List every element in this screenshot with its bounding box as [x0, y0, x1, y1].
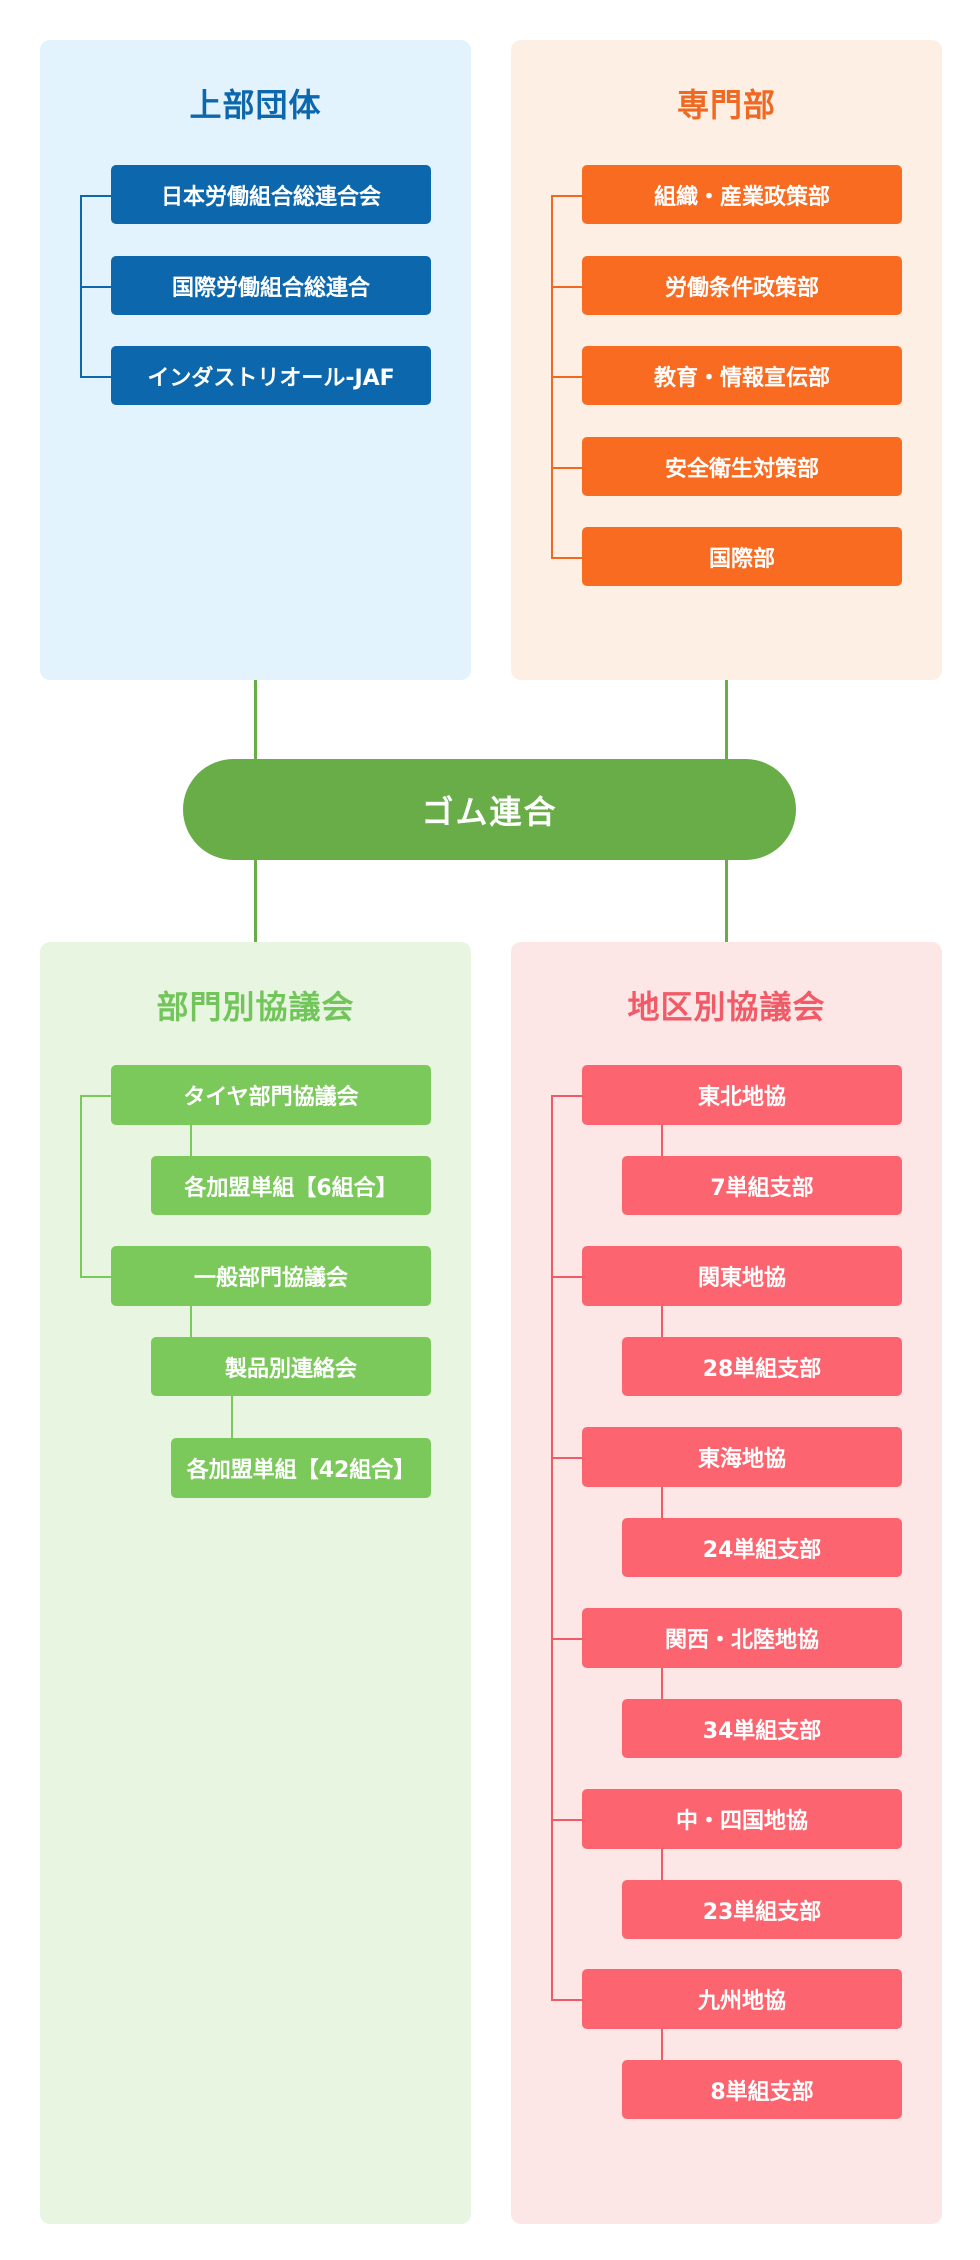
regional-council: 東海地協 — [582, 1427, 902, 1487]
departments-tick — [551, 195, 582, 197]
regional-bracket — [551, 1095, 553, 2001]
regional-branch-line — [661, 1306, 663, 1337]
regional-branch-line — [661, 1849, 663, 1880]
department-item: 教育・情報宣伝部 — [582, 346, 902, 405]
departments-tick — [551, 286, 582, 288]
regional-council: 関西・北陸地協 — [582, 1608, 902, 1668]
connector-hub-to-regional — [725, 860, 728, 942]
upper-org-item: インダストリオール-JAF — [111, 346, 431, 405]
regional-branch-line — [661, 1487, 663, 1518]
product-to-grandchild-line — [231, 1396, 233, 1438]
upper-org-item: 国際労働組合総連合 — [111, 256, 431, 315]
tire-member-unions: 各加盟単組【6組合】 — [151, 1156, 431, 1215]
regional-branch: 23単組支部 — [622, 1880, 902, 1939]
general-member-unions: 各加盟単組【42組合】 — [171, 1438, 431, 1498]
regional-tick — [551, 1276, 582, 1278]
regional-tick — [551, 1457, 582, 1459]
regional-councils-panel: 地区別協議会 — [511, 942, 942, 2224]
regional-branch: 8単組支部 — [622, 2060, 902, 2119]
upper-orgs-tick — [80, 195, 111, 197]
regional-tick — [551, 1819, 582, 1821]
regional-tick — [551, 1999, 582, 2001]
department-item: 労働条件政策部 — [582, 256, 902, 315]
department-item: 安全衛生対策部 — [582, 437, 902, 496]
upper-orgs-title: 上部団体 — [189, 86, 322, 124]
upper-orgs-tick — [80, 286, 111, 288]
tire-to-child-line — [190, 1125, 192, 1156]
product-liaison-council: 製品別連絡会 — [151, 1337, 431, 1396]
connector-upper-to-hub — [254, 680, 257, 759]
general-to-child-line — [190, 1306, 192, 1337]
connector-departments-to-hub — [725, 680, 728, 759]
sector-tick — [80, 1095, 111, 1097]
regional-branch-line — [661, 1668, 663, 1699]
regional-council: 関東地協 — [582, 1246, 902, 1306]
sector-councils-panel: 部門別協議会 — [40, 942, 471, 2224]
regional-branch: 34単組支部 — [622, 1699, 902, 1758]
sector-councils-title: 部門別協議会 — [156, 988, 355, 1026]
department-item: 組織・産業政策部 — [582, 165, 902, 224]
connector-hub-to-sector — [254, 860, 257, 942]
upper-orgs-tick — [80, 376, 111, 378]
regional-branch: 28単組支部 — [622, 1337, 902, 1396]
regional-branch-line — [661, 1125, 663, 1156]
departments-title: 専門部 — [676, 86, 776, 124]
hub-rubber-federation: ゴム連合 — [183, 759, 796, 860]
sector-bracket — [80, 1095, 82, 1278]
general-sector-council: 一般部門協議会 — [111, 1246, 431, 1306]
regional-councils-title: 地区別協議会 — [627, 988, 826, 1026]
upper-org-item: 日本労働組合総連合会 — [111, 165, 431, 224]
departments-tick — [551, 557, 582, 559]
departments-tick — [551, 467, 582, 469]
regional-branch: 24単組支部 — [622, 1518, 902, 1577]
regional-branch: 7単組支部 — [622, 1156, 902, 1215]
tire-sector-council: タイヤ部門協議会 — [111, 1065, 431, 1125]
regional-council: 九州地協 — [582, 1969, 902, 2029]
departments-tick — [551, 376, 582, 378]
regional-tick — [551, 1638, 582, 1640]
regional-branch-line — [661, 2029, 663, 2060]
regional-council: 中・四国地協 — [582, 1789, 902, 1849]
sector-tick — [80, 1276, 111, 1278]
regional-tick — [551, 1095, 582, 1097]
department-item: 国際部 — [582, 527, 902, 586]
regional-council: 東北地協 — [582, 1065, 902, 1125]
